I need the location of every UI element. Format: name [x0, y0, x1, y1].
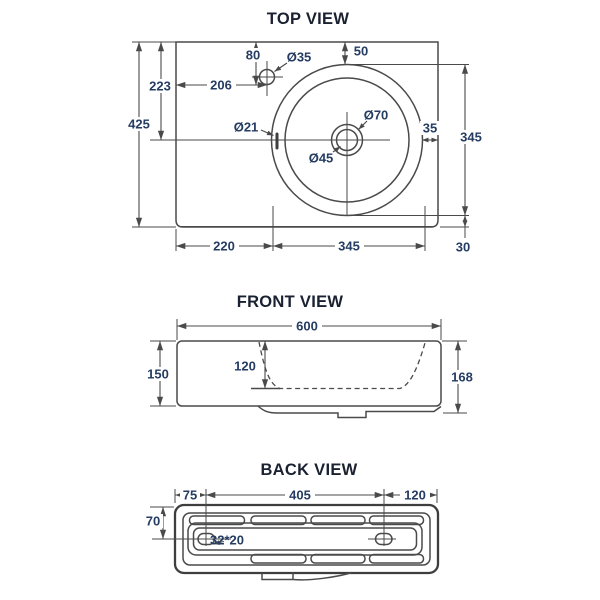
dim-overall-depth: 425 — [128, 117, 150, 132]
leader-tap-hole — [274, 62, 288, 72]
dim-bowl-diameter-vertical: 345 — [460, 130, 482, 145]
label-mask — [335, 239, 364, 253]
foot-segment — [250, 515, 307, 526]
front-view: FRONT VIEW 600 150 120 168 — [144, 293, 477, 419]
counter-outline — [175, 41, 439, 228]
dim-bowl-from-left: 220 — [213, 239, 235, 254]
back-view: BACK VIEW 75 405 120 70 32*20 — [143, 461, 440, 581]
dim-bowl-depth: 120 — [234, 359, 256, 374]
label-mask — [243, 48, 264, 62]
label-mask — [210, 239, 239, 253]
dim-tap-hole-diameter: Ø35 — [287, 50, 312, 65]
dim-bowl-diameter-horizontal: 345 — [338, 239, 360, 254]
dim-tap-hole-from-left: 206 — [210, 78, 232, 93]
foot-segment — [188, 515, 246, 526]
top-view: TOP VIEW 425 223 80 206 Ø35 50 Ø21 Ø70 Ø… — [125, 10, 486, 255]
leader-overflow — [260, 129, 274, 137]
foot-segment — [368, 553, 425, 564]
dim-hole-from-right: 120 — [404, 488, 426, 503]
dim-overflow-diameter: Ø21 — [234, 120, 259, 135]
dim-drain-inner-diameter: Ø45 — [309, 151, 334, 166]
label-mask — [453, 240, 474, 254]
label-mask — [292, 319, 322, 333]
front-view-title: FRONT VIEW — [237, 293, 344, 311]
bowl-hidden-outline — [258, 341, 426, 390]
label-mask — [146, 79, 174, 93]
label-mask — [447, 370, 477, 384]
dim-bowl-from-top: 50 — [354, 44, 368, 59]
dim-bowl-from-bottom: 30 — [456, 240, 470, 255]
label-mask — [285, 488, 315, 502]
underside-outline — [257, 405, 442, 419]
dim-bowl-from-right: 35 — [423, 121, 437, 136]
dim-height-left: 150 — [147, 367, 169, 382]
label-mask — [400, 488, 430, 502]
foot-segment — [310, 553, 366, 564]
dim-hole-from-left: 75 — [183, 488, 197, 503]
dim-holes-span: 405 — [289, 488, 311, 503]
label-mask — [207, 78, 236, 92]
label-mask — [125, 117, 153, 131]
front-outline — [176, 340, 442, 407]
label-mask — [231, 359, 260, 373]
dim-overall-height: 168 — [451, 370, 473, 385]
leader-drain-inner — [332, 146, 341, 153]
foot-segment — [368, 515, 425, 526]
leader-slot-size — [212, 540, 225, 545]
dim-tap-hole-from-top: 80 — [246, 48, 260, 63]
label-mask — [144, 367, 172, 381]
label-mask — [420, 121, 440, 135]
label-mask — [351, 44, 372, 58]
leader-drain-outer — [358, 120, 368, 130]
dim-overall-width: 600 — [296, 319, 318, 334]
top-view-title: TOP VIEW — [267, 10, 350, 28]
foot-segment — [250, 553, 307, 564]
dim-hole-from-top: 70 — [146, 514, 160, 529]
label-mask — [456, 130, 486, 144]
label-mask — [180, 488, 200, 502]
dim-slot-size: 32*20 — [210, 533, 244, 548]
dim-drain-outer-diameter: Ø70 — [364, 108, 389, 123]
dim-drain-center-from-top: 223 — [149, 79, 171, 94]
back-view-title: BACK VIEW — [260, 461, 357, 479]
foot-segment — [310, 515, 366, 526]
label-mask — [143, 514, 163, 528]
